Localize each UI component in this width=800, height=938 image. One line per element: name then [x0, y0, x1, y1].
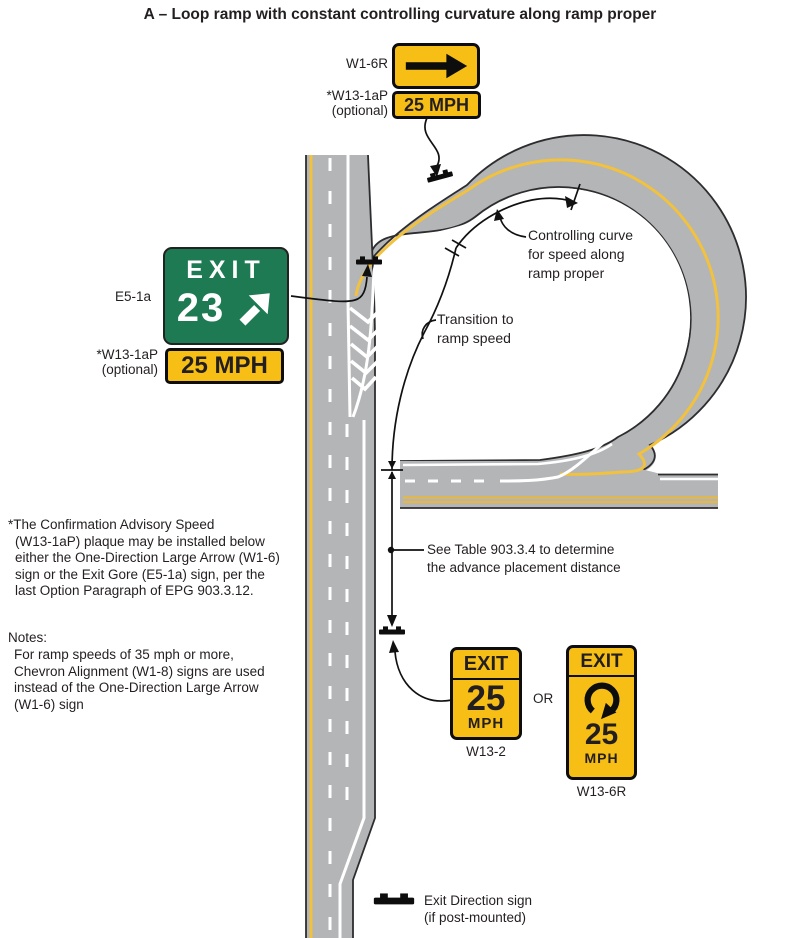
w132-exit-text: EXIT [453, 650, 519, 680]
controlling-extent-curve [455, 197, 575, 249]
notes-label: Notes: [8, 630, 48, 645]
w16r-plaque-label-1: *W13-1aP [326, 88, 388, 103]
e51a-exit-text: EXIT [186, 256, 266, 284]
e51a-advisory-plaque: 25 MPH [165, 348, 284, 384]
crossroad-road [400, 461, 718, 508]
w136r-label: W13-6R [576, 784, 627, 799]
arrowhead-w132 [389, 640, 399, 653]
e51a-exit-gore-sign: EXIT 23 [163, 247, 289, 345]
w136r-unit: MPH [584, 749, 619, 766]
w132-speed: 25 [466, 679, 506, 718]
w132-sign: EXIT 25 MPH [450, 647, 522, 740]
w132-unit: MPH [467, 715, 505, 733]
right-arrow-icon [405, 53, 468, 79]
or-text: OR [533, 691, 554, 706]
loop-arrow-icon [584, 682, 619, 720]
w16r-plaque-label-2: (optional) [331, 103, 388, 118]
leader-transition-hook [421, 319, 437, 340]
leader-e51a [290, 276, 368, 303]
crossroad-top-white-line [402, 442, 613, 467]
notes-body: For ramp speeds of 35 mph or more, Chevr… [14, 647, 265, 712]
advisory-speed-note: *The Confirmation Advisory Speed (W13-1a… [8, 517, 280, 598]
leader-w132 [394, 651, 453, 702]
controlling-end-tick [570, 183, 581, 211]
arrowhead-controlling-end [565, 196, 578, 208]
arrowhead-placement-line [387, 615, 397, 627]
w136r-speed: 25 [584, 718, 619, 751]
gore-left-line [346, 301, 352, 418]
transition-boundary-tick-2 [451, 239, 467, 249]
lower-edge-line-taper [338, 420, 366, 938]
transition-boundary-tick-1 [444, 247, 460, 257]
e51a-plaque-label-1: *W13-1aP [96, 347, 158, 362]
page-title: A – Loop ramp with constant controlling … [143, 6, 657, 23]
post-sign-symbol-advance [379, 626, 405, 635]
ramp-yellow-line [354, 158, 720, 476]
exit-direction-legend: Exit Direction sign (if post-mounted) [424, 893, 533, 925]
leader-w16r [424, 117, 440, 167]
w16r-advisory-plaque: 25 MPH [392, 91, 481, 119]
transition-extent-curve [391, 247, 457, 471]
gore-chevrons [348, 304, 386, 392]
arrowhead-tick-up [388, 471, 396, 479]
arrowhead-tick-down [388, 461, 396, 469]
w136r-exit-text: EXIT [569, 648, 634, 677]
up-right-arrow-icon [239, 292, 270, 326]
arrowhead-e51a [362, 264, 372, 277]
w132-label: W13-2 [466, 744, 506, 759]
exit-direction-sign-symbol [373, 893, 415, 905]
arrowhead-controlling-hook [494, 209, 504, 221]
w16r-sign [392, 43, 480, 89]
see-table-dot [387, 546, 395, 554]
e51a-exit-number: 23 [176, 286, 226, 330]
leader-controlling-hook [499, 216, 527, 238]
e51a-label: E5-1a [115, 289, 152, 304]
ramp-white-line [351, 188, 691, 483]
w136r-sign: EXIT 25 MPH [566, 645, 637, 780]
controlling-curve-note: Controlling curve for speed along ramp p… [528, 227, 634, 281]
ramp-outer-edge [351, 134, 747, 479]
see-table-note: See Table 903.3.4 to determine the advan… [427, 542, 621, 575]
e51a-plaque-label-2: (optional) [101, 362, 158, 377]
arrowhead-w16r [430, 164, 441, 177]
post-sign-symbol-ramp [425, 168, 454, 183]
w16r-label: W1-6R [345, 56, 388, 71]
ramp-inner-edge [369, 186, 692, 462]
transition-note: Transition to ramp speed [437, 311, 514, 346]
